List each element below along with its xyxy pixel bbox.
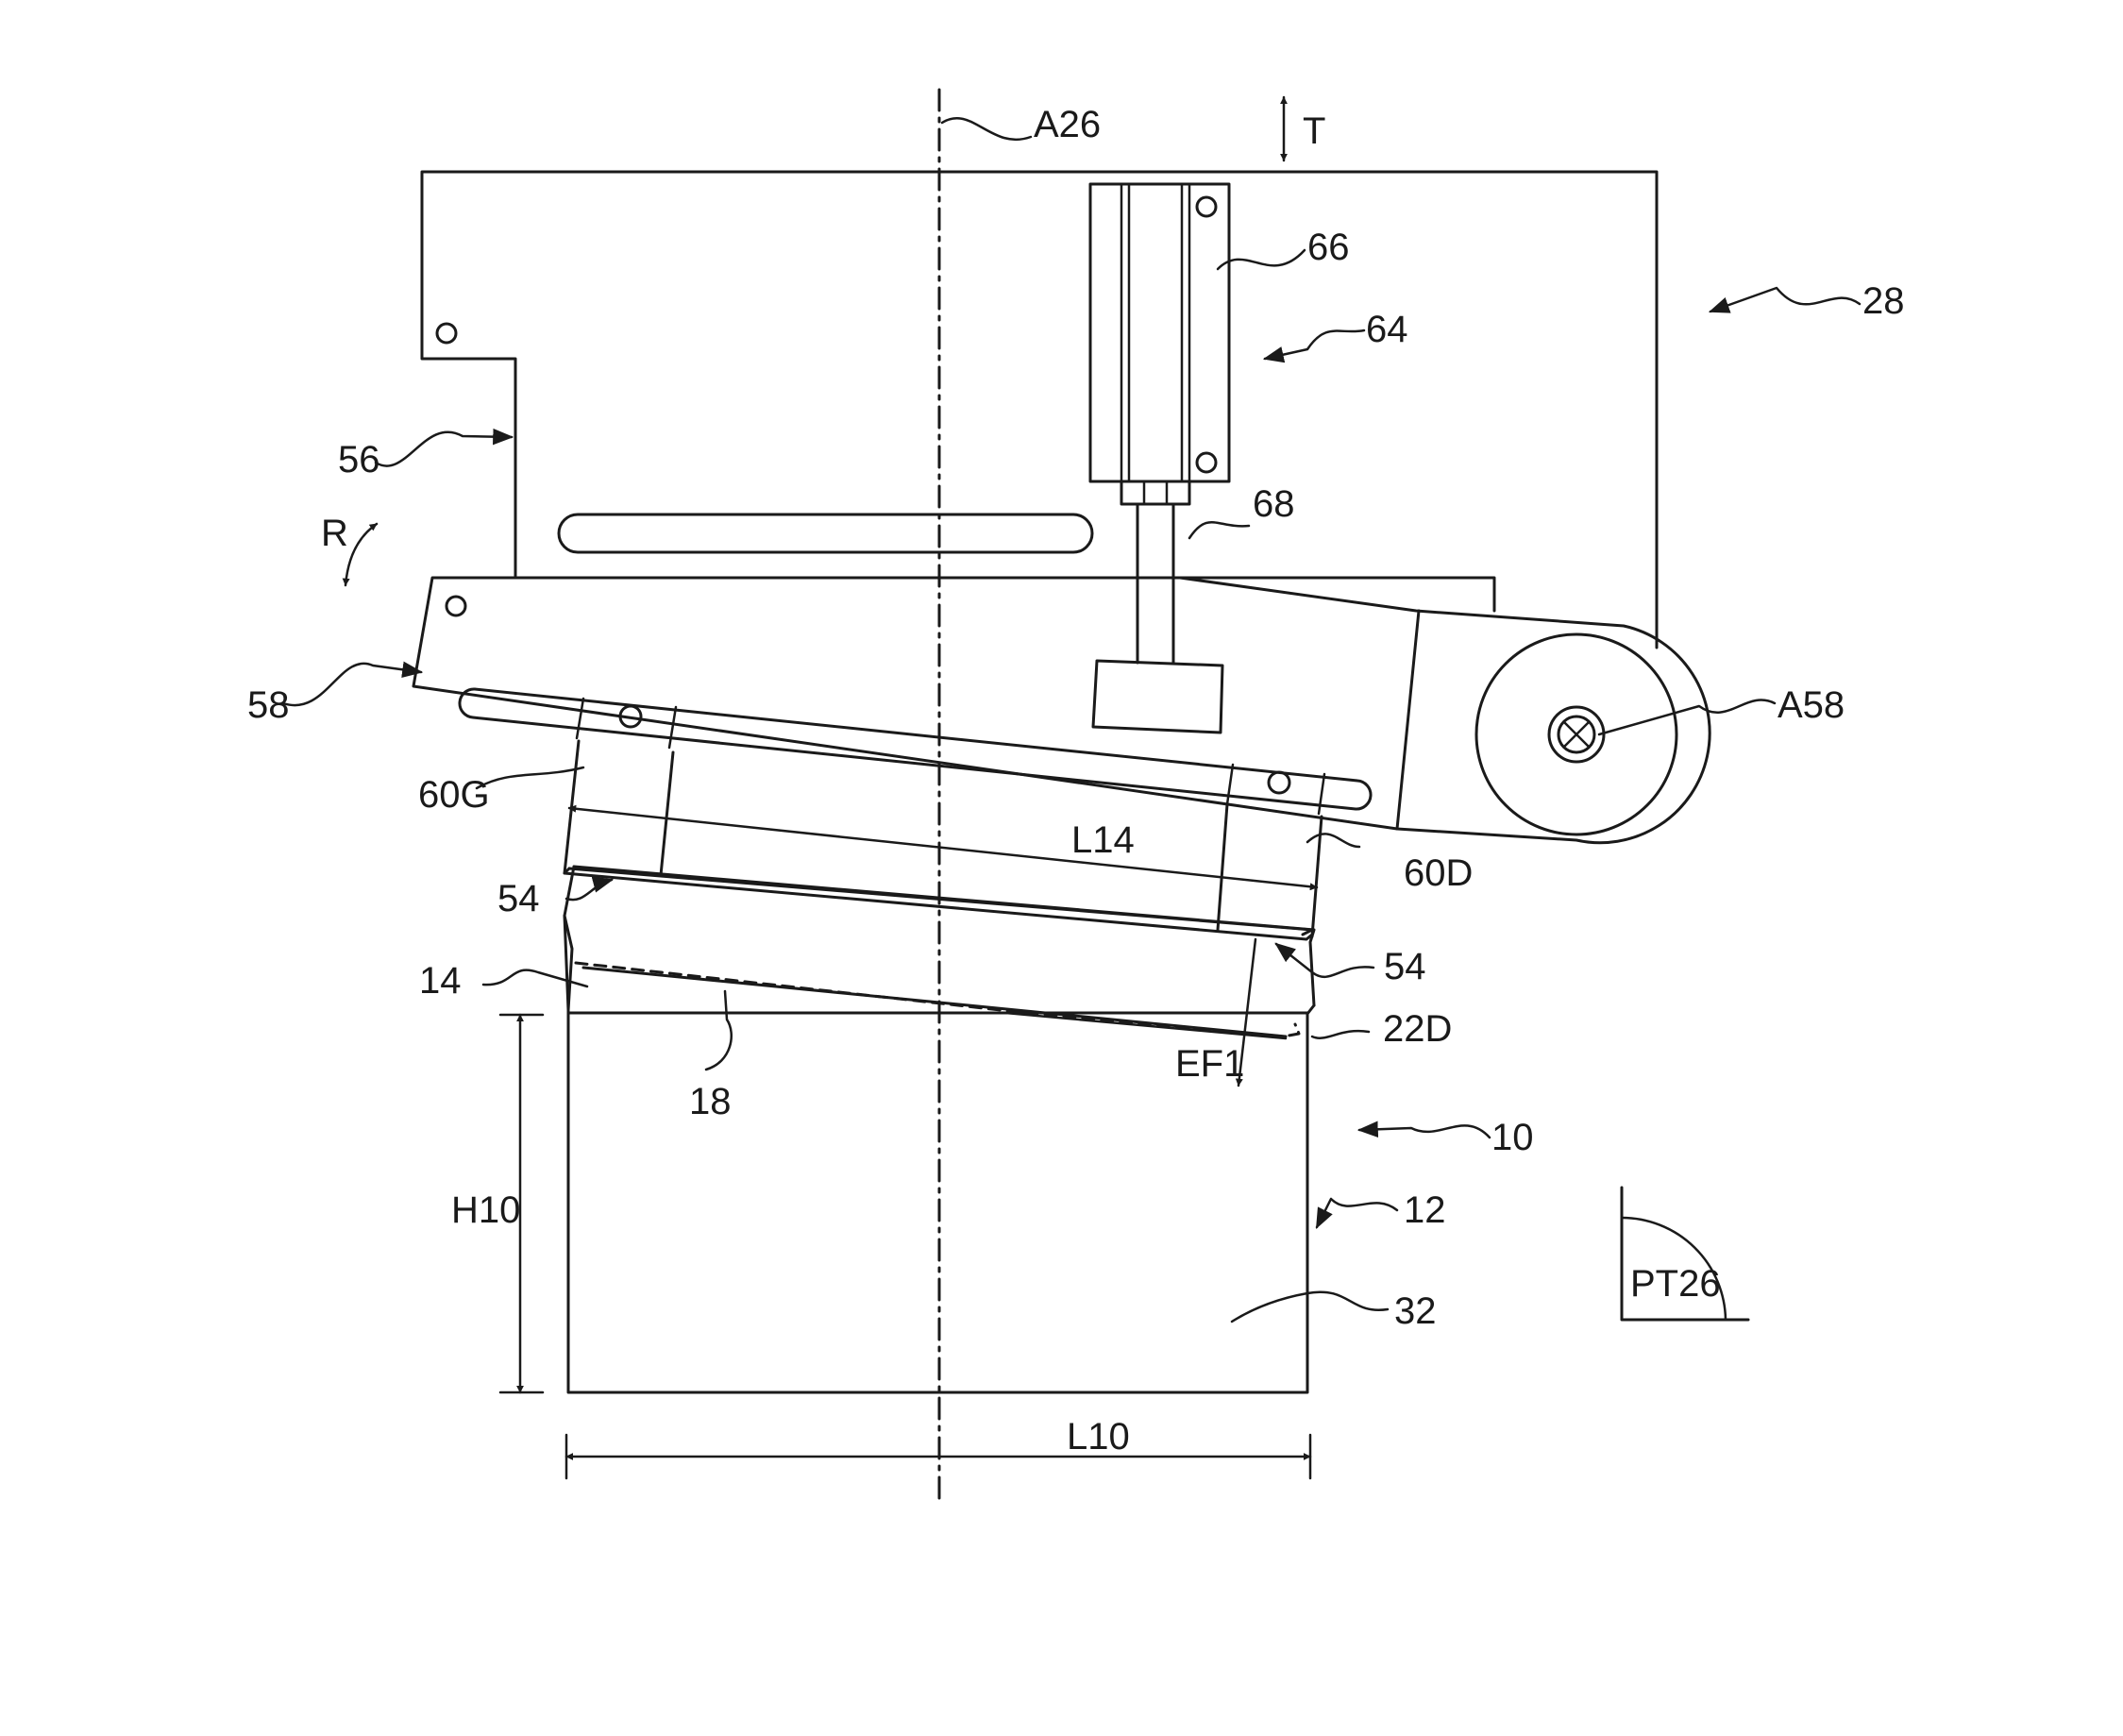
label-14: 14 xyxy=(419,960,462,1002)
label-18: 18 xyxy=(689,1081,732,1122)
pads-60 xyxy=(564,741,1322,939)
label-12: 12 xyxy=(1404,1189,1446,1231)
label-a58: A58 xyxy=(1778,684,1845,726)
frame-56 xyxy=(422,172,1657,648)
label-58: 58 xyxy=(247,684,290,726)
label-l10: L10 xyxy=(1067,1416,1130,1458)
label-r: R xyxy=(321,513,348,554)
label-56: 56 xyxy=(338,439,380,480)
label-pt26: PT26 xyxy=(1630,1263,1721,1305)
label-66: 66 xyxy=(1307,227,1350,268)
dimensions xyxy=(345,97,1748,1478)
label-32: 32 xyxy=(1394,1290,1437,1332)
label-60d: 60D xyxy=(1404,852,1473,894)
label-10: 10 xyxy=(1491,1117,1534,1158)
label-a26: A26 xyxy=(1034,104,1101,145)
label-54-right: 54 xyxy=(1384,946,1426,987)
label-68: 68 xyxy=(1253,483,1295,525)
label-54-left: 54 xyxy=(497,878,540,919)
label-28: 28 xyxy=(1862,280,1905,322)
label-60g: 60G xyxy=(418,774,490,816)
label-l14: L14 xyxy=(1071,819,1135,861)
label-22d: 22D xyxy=(1383,1008,1452,1050)
label-ef1: EF1 xyxy=(1175,1043,1244,1085)
label-h10: H10 xyxy=(451,1189,520,1231)
pivot-arm-58 xyxy=(413,578,1710,843)
label-t: T xyxy=(1303,110,1325,152)
label-64: 64 xyxy=(1366,309,1408,350)
actuator-64 xyxy=(1090,184,1229,733)
